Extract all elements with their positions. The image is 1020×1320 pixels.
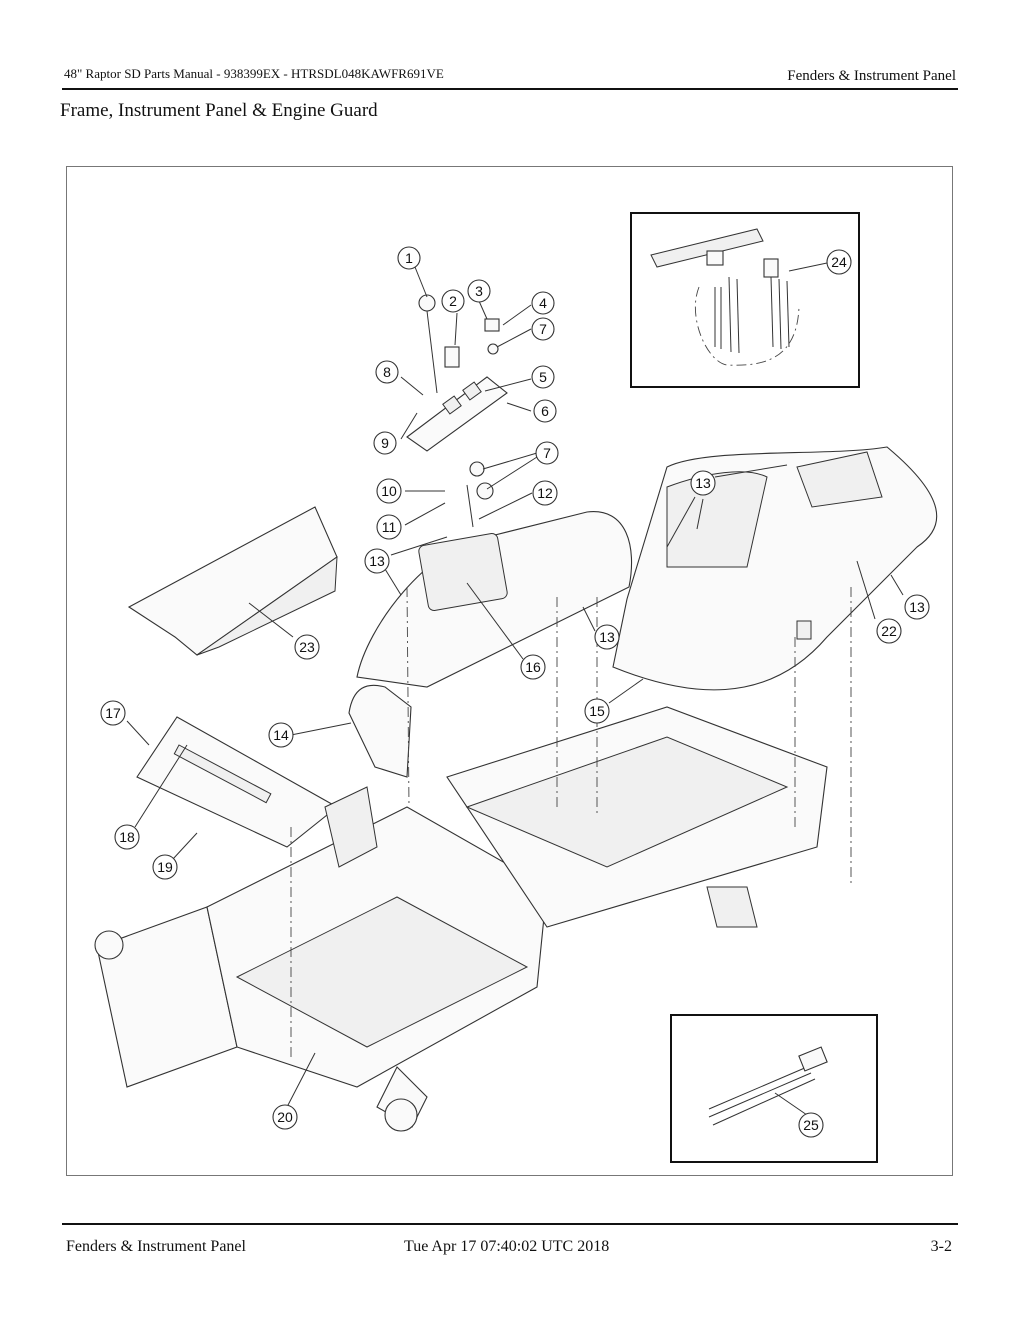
instrument-panel [406,294,508,452]
svg-text:19: 19 [157,859,173,875]
footer-timestamp: Tue Apr 17 07:40:02 UTC 2018 [404,1238,610,1255]
svg-text:1: 1 [405,250,413,266]
svg-text:3: 3 [475,283,483,299]
page-title: Frame, Instrument Panel & Engine Guard [60,100,378,121]
svg-text:13: 13 [695,475,711,491]
svg-text:24: 24 [831,254,847,270]
callout-13a: 13 [364,548,390,574]
svg-text:18: 18 [119,829,135,845]
floor-plate [235,896,529,1048]
callout-13d: 13 [904,594,930,620]
callout-17: 17 [100,700,126,726]
svg-text:7: 7 [539,321,547,337]
callout-22: 22 [876,618,902,644]
footer-rule [62,1223,958,1225]
svg-text:12: 12 [537,485,553,501]
callout-20: 20 [272,1104,298,1130]
callout-24: 24 [826,249,852,275]
callout-19: 19 [152,854,178,880]
svg-text:7: 7 [543,445,551,461]
callout-18: 18 [114,824,140,850]
callout-8: 8 [375,360,399,384]
manual-title: 48" Raptor SD Parts Manual - 938399EX - … [64,66,444,81]
parts-diagram: 1 2 3 4 7 8 5 6 9 7 10 12 11 13 13 13 13… [66,166,953,1176]
svg-text:14: 14 [273,727,289,743]
svg-text:5: 5 [539,369,547,385]
svg-text:8: 8 [383,364,391,380]
svg-text:13: 13 [369,553,385,569]
svg-text:22: 22 [881,623,897,639]
svg-text:11: 11 [382,519,397,535]
footer-section: Fenders & Instrument Panel [66,1238,246,1255]
svg-text:16: 16 [525,659,541,675]
header-rule [62,88,958,90]
callout-2: 2 [441,289,465,313]
callout-5: 5 [531,365,555,389]
callout-12: 12 [532,480,558,506]
throttle-parts [466,461,494,528]
callout-9: 9 [373,431,397,455]
callout-14: 14 [268,722,294,748]
callout-10: 10 [376,478,402,504]
cable-assembly [708,1046,828,1126]
callout-6: 6 [533,399,557,423]
page-number: 3-2 [930,1238,952,1255]
svg-text:13: 13 [909,599,925,615]
svg-text:6: 6 [541,403,549,419]
callout-25: 25 [798,1112,824,1138]
svg-text:9: 9 [381,435,389,451]
svg-text:20: 20 [277,1109,293,1125]
callout-13b: 13 [690,470,716,496]
exploded-view: 1 2 3 4 7 8 5 6 9 7 10 12 11 13 13 13 13… [94,212,938,1163]
callout-3: 3 [467,279,491,303]
callout-23: 23 [294,634,320,660]
callout-13c: 13 [594,624,620,650]
svg-text:4: 4 [539,295,547,311]
callout-7a: 7 [531,317,555,341]
svg-text:15: 15 [589,703,605,719]
svg-text:2: 2 [449,293,457,309]
instrument-cover [348,511,632,778]
mower-frame [94,706,828,1132]
header-section: Fenders & Instrument Panel [787,68,956,84]
svg-text:25: 25 [803,1117,819,1133]
callout-1: 1 [397,246,421,270]
callout-4: 4 [531,291,555,315]
svg-text:17: 17 [105,705,121,721]
console-fender [612,446,938,691]
callout-11: 11 [376,514,402,540]
svg-text:23: 23 [299,639,315,655]
callout-7b: 7 [535,441,559,465]
engine-guard [127,506,338,656]
callout-15: 15 [584,698,610,724]
svg-text:10: 10 [381,483,397,499]
wiring-harness [650,228,800,366]
svg-text:13: 13 [599,629,615,645]
callout-16: 16 [520,654,546,680]
leader-lines [126,262,904,1116]
fender-pan [136,716,338,848]
